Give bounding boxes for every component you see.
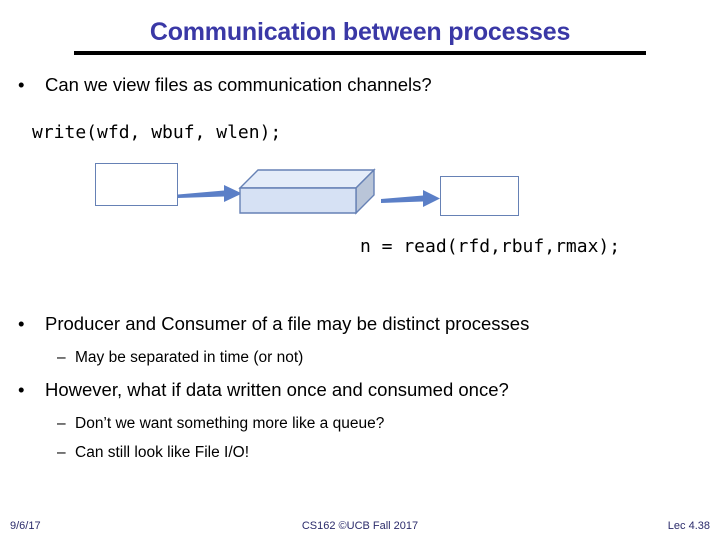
producer-process-box bbox=[95, 163, 178, 206]
footer-course-label: CS162 ©UCB Fall 2017 bbox=[301, 520, 419, 532]
code-read-call: n = read(rfd,rbuf,rmax); bbox=[360, 236, 621, 257]
bullet-marker-icon: • bbox=[18, 74, 25, 95]
bullet-text-1: Can we view files as communication chann… bbox=[45, 74, 432, 95]
consumer-process-box bbox=[440, 176, 519, 216]
page-title: Communication between processes bbox=[149, 18, 571, 46]
file-buffer-3d-box bbox=[238, 168, 376, 215]
bullet-marker-icon: • bbox=[18, 313, 25, 334]
sub-bullet-text-3: Can still look like File I/O! bbox=[75, 444, 249, 461]
sub-bullet-dash-icon: – bbox=[57, 444, 66, 461]
bullet-marker-icon: • bbox=[18, 379, 25, 400]
sub-bullet-text-2: Don’t we want something more like a queu… bbox=[75, 415, 385, 432]
footer-lecture-number: Lec 4.38 bbox=[667, 520, 710, 532]
footer-date: 9/6/17 bbox=[10, 520, 41, 532]
bullet-text-3: However, what if data written once and c… bbox=[45, 379, 509, 400]
bullet-text-2: Producer and Consumer of a file may be d… bbox=[45, 313, 530, 334]
title-underline-rule bbox=[74, 51, 646, 55]
sub-bullet-dash-icon: – bbox=[57, 415, 66, 432]
read-arrow-icon bbox=[381, 190, 440, 207]
sub-bullet-text-1: May be separated in time (or not) bbox=[75, 349, 304, 366]
sub-bullet-dash-icon: – bbox=[57, 349, 66, 366]
write-arrow-icon bbox=[178, 185, 242, 202]
code-write-call: write(wfd, wbuf, wlen); bbox=[32, 122, 282, 143]
